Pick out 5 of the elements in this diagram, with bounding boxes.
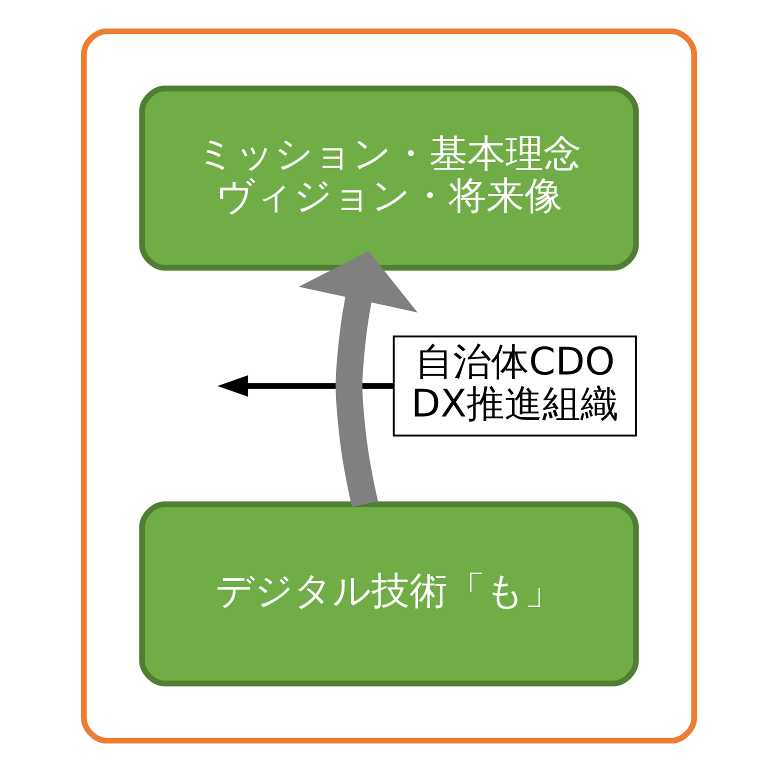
node-box: 自治体CDO DX推進組織 xyxy=(392,335,637,437)
arrow xyxy=(298,251,418,508)
node-box: デジタル技術「も」 xyxy=(139,501,639,686)
node-box: ミッション・基本理念 ヴィジョン・将来像 xyxy=(139,86,639,271)
cluster xyxy=(81,28,697,744)
